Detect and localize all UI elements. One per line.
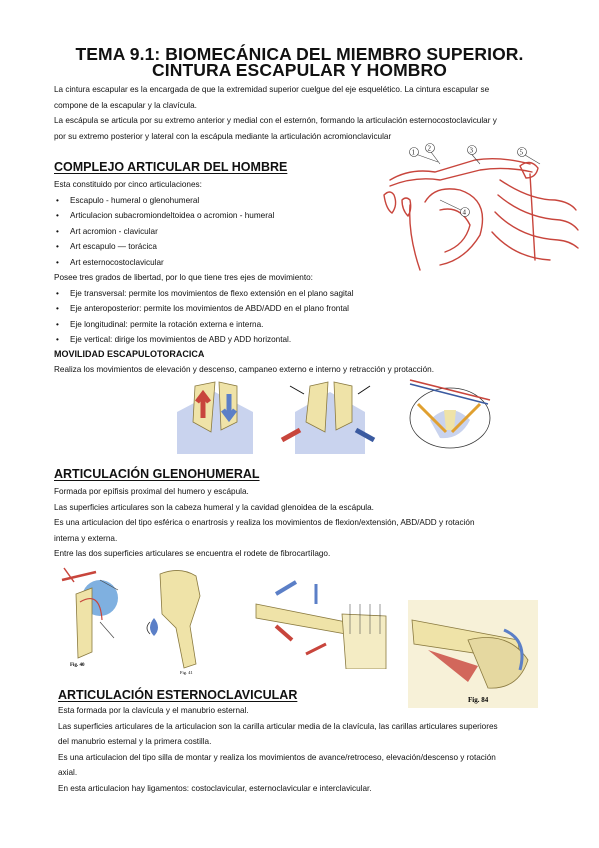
heading-esternoclavicular: ARTICULACIÓN ESTERNOCLAVICULAR — [58, 688, 298, 702]
humeral-head-figure: Fig. 40 — [61, 567, 119, 668]
ester-line: axial. — [58, 768, 78, 777]
list-item: Eje anteroposterior: permite los movimie… — [54, 301, 354, 317]
ester-line: Es una articulacion del tipo silla de mo… — [58, 752, 496, 762]
gleno-line: Entre las dos superficies articulares se… — [54, 549, 331, 558]
gleno-line: Las superficies articulares son la cabez… — [54, 502, 374, 512]
scapula-elevation-figure — [177, 381, 253, 454]
list-item: Art acromion - clavicular — [54, 224, 354, 240]
glenohumeral-body: Formada por epífisis proximal del humero… — [54, 484, 475, 562]
freedom-text: Posee tres grados de libertad, por lo qu… — [54, 273, 313, 282]
figure-caption: Fig. 40 — [70, 663, 85, 668]
figure-number: 4 — [463, 209, 467, 217]
ester-line: Las superficies articulares de la articu… — [58, 721, 498, 731]
figure-number: 2 — [428, 145, 432, 153]
ester-line: En esta articulacion hay ligamentos: cos… — [58, 783, 372, 793]
complejo-lead: Esta constituido por cinco articulacione… — [54, 180, 202, 189]
list-item: Eje transversal: permite los movimientos… — [54, 286, 354, 302]
axes-list: Eje transversal: permite los movimientos… — [54, 286, 354, 348]
shoulder-skeleton-illustration: 1 2 3 4 5 — [383, 143, 579, 271]
heading-complejo: COMPLEJO ARTICULAR DEL HOMBRE — [54, 160, 288, 174]
intro-line: por su extremo posterior y lateral con l… — [54, 131, 392, 141]
subheading-escapulotoracica: MOVILIDAD ESCAPULOTORACICA — [54, 349, 205, 359]
intro-line: La cintura escapular es la encargada de … — [54, 85, 490, 94]
glenoid-cavity-figure: Fig. 41 — [146, 570, 201, 675]
intro-line: La escápula se articula por su extremo a… — [54, 116, 497, 125]
title-line-2: CINTURA ESCAPULAR Y HOMBRO — [152, 60, 447, 80]
list-item: Articulacion subacromiondeltoidea o acro… — [54, 208, 354, 224]
heading-glenohumeral: ARTICULACIÓN GLENOHUMERAL — [54, 467, 260, 481]
gleno-line: Formada por epífisis proximal del humero… — [54, 487, 249, 496]
figure-number: 3 — [470, 147, 474, 155]
list-item: Art esternocostoclavicular — [54, 255, 354, 271]
intro-line: compone de la escapular y la clavícula. — [54, 100, 197, 110]
intro-paragraph: La cintura escapular es la encargada de … — [54, 82, 497, 144]
scapula-rotation-figure — [280, 381, 376, 454]
sternoclavicular-joint-figure: Fig. 84 — [408, 600, 538, 708]
list-item: Eje longitudinal: permite la rotación ex… — [54, 317, 354, 333]
scapula-protraction-figure — [409, 379, 491, 449]
figure-caption: Fig. 84 — [468, 696, 489, 704]
page-title: TEMA 9.1: BIOMECÁNICA DEL MIEMBRO SUPERI… — [40, 44, 559, 80]
gleno-line: interna y externa. — [54, 533, 118, 543]
complejo-body: Esta constituido por cinco articulacione… — [54, 177, 354, 348]
figure-caption: Fig. 41 — [180, 670, 193, 675]
title-line-1: TEMA 9.1: BIOMECÁNICA DEL MIEMBRO SUPERI… — [75, 44, 524, 64]
list-item: Art escapulo — torácica — [54, 239, 354, 255]
figure-number: 1 — [412, 149, 416, 157]
gleno-line: Es una articulacion del tipo esférica o … — [54, 518, 475, 527]
list-item: Eje vertical: dirige los movimientos de … — [54, 332, 354, 348]
figure-number: 5 — [520, 149, 524, 157]
joints-list: Escapulo - humeral o glenohumeral Articu… — [54, 193, 354, 271]
list-item: Escapulo - humeral o glenohumeral — [54, 193, 354, 209]
ester-line: del manubrio esternal y la primera costi… — [58, 737, 212, 746]
esternoclavicular-body: Esta formada por la clavícula y el manub… — [58, 703, 498, 796]
sternoclavicular-movement-figure — [255, 580, 387, 669]
escapulotoracica-text: Realiza los movimientos de elevación y d… — [54, 365, 435, 374]
ester-line: Esta formada por la clavícula y el manub… — [58, 706, 249, 715]
